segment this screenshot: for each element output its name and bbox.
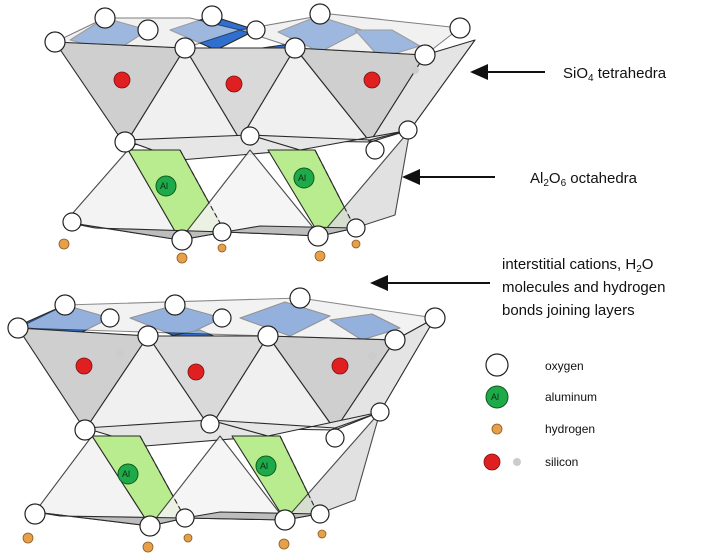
hydrogen-atom <box>142 541 154 553</box>
oxygen-atom <box>174 37 196 59</box>
oxygen-atom <box>257 325 279 347</box>
label-interlayer-line3: bonds joining layers <box>502 302 635 319</box>
oxygen-atom <box>212 308 232 328</box>
oxygen-atom <box>24 503 46 525</box>
legend: oxygen Al aluminum hydrogen silicon <box>483 353 597 471</box>
aluminum-atom <box>293 167 315 189</box>
hydrogen-atom <box>278 538 290 550</box>
label-interlayer-line2: molecules and hydrogen <box>502 279 665 296</box>
silicon-atom <box>187 363 205 381</box>
aluminum-atom <box>255 455 277 477</box>
hydrogen-atom <box>22 532 34 544</box>
oxygen-atom <box>212 222 232 242</box>
oxygen-atom <box>201 5 223 27</box>
oxygen-atom <box>200 414 220 434</box>
silicon-atom <box>75 357 93 375</box>
aluminum-atom <box>155 175 177 197</box>
hydrogen-atom <box>183 533 193 543</box>
legend-oxygen-label: oxygen <box>545 359 584 373</box>
hydrogen-atom <box>58 238 70 250</box>
aluminum-atom-label: Al <box>160 181 168 191</box>
silicon-atom <box>113 71 131 89</box>
arrow-head <box>370 275 388 291</box>
oxygen-atom <box>100 308 120 328</box>
oxygen-atom <box>414 44 436 66</box>
oxygen-atom <box>240 126 260 146</box>
aluminum-atom-label: Al <box>298 173 306 183</box>
oxygen-atom <box>246 20 266 40</box>
silicon-atom-hidden <box>411 66 419 74</box>
silicon-atom-hidden <box>368 352 376 360</box>
label-interlayer-line1: interstitial cations, H2O <box>502 256 653 275</box>
silicon-atom <box>331 357 349 375</box>
oxygen-atom <box>449 17 471 39</box>
oxygen-atom <box>284 37 306 59</box>
hydrogen-atom <box>217 243 227 253</box>
legend-aluminum-label: aluminum <box>545 390 597 404</box>
oxygen-atom <box>54 294 76 316</box>
oxygen-atom <box>309 3 331 25</box>
oxygen-atom <box>137 325 159 347</box>
oxygen-atom <box>171 229 193 251</box>
legend-hydrogen-label: hydrogen <box>545 422 595 436</box>
hydrogen-atom <box>176 252 188 264</box>
oxygen-atom <box>310 504 330 524</box>
hydrogen-atom <box>351 239 361 249</box>
oxygen-atom <box>114 131 136 153</box>
oxygen-atom <box>307 225 329 247</box>
oxygen-atom <box>424 307 446 329</box>
legend-silicon-hidden-icon <box>513 458 521 466</box>
annotation-interlayer: interstitial cations, H2O molecules and … <box>370 256 665 319</box>
oxygen-atom <box>398 120 418 140</box>
legend-oxygen-icon <box>485 353 509 377</box>
oxygen-atom <box>94 7 116 29</box>
oxygen-atom <box>289 287 311 309</box>
oxygen-atom <box>7 317 29 339</box>
oxygen-atom <box>44 31 66 53</box>
oxygen-atom <box>325 428 345 448</box>
legend-hydrogen-icon <box>491 423 503 435</box>
octa-side <box>319 129 411 237</box>
aluminum-atom <box>117 463 139 485</box>
hydrogen-atom <box>317 529 327 539</box>
silicon-atom-hidden <box>116 350 124 358</box>
arrow-head <box>470 64 488 80</box>
annotation-octahedra: Al2O6 octahedra <box>402 169 638 189</box>
label-tetrahedra: SiO4 tetrahedra <box>563 65 667 84</box>
aluminum-atom-label: Al <box>260 461 268 471</box>
oxygen-atom <box>137 19 159 41</box>
aluminum-atom-label: Al <box>122 469 130 479</box>
oxygen-atom <box>346 218 366 238</box>
oxygen-atom <box>370 402 390 422</box>
silicon-atom <box>363 71 381 89</box>
oxygen-atom <box>274 509 296 531</box>
silicon-atom <box>225 75 243 93</box>
legend-silicon-label: silicon <box>545 455 578 469</box>
oxygen-atom <box>384 329 406 351</box>
top-layer: Al Al <box>44 3 476 264</box>
oxygen-atom <box>164 294 186 316</box>
label-octahedra: Al2O6 octahedra <box>530 170 638 189</box>
legend-aluminum-icon <box>485 385 509 409</box>
oxygen-atom <box>62 212 82 232</box>
bottom-layer: Al Al <box>7 287 446 553</box>
legend-silicon-icon <box>483 453 501 471</box>
annotation-tetrahedra: SiO4 tetrahedra <box>470 64 667 84</box>
oxygen-atom <box>175 508 195 528</box>
oxygen-atom <box>365 140 385 160</box>
arrow-head <box>402 169 420 185</box>
hydrogen-atom <box>314 250 326 262</box>
oxygen-atom <box>139 515 161 537</box>
oxygen-atom <box>74 419 96 441</box>
legend-aluminum-atom-label: Al <box>491 392 499 402</box>
